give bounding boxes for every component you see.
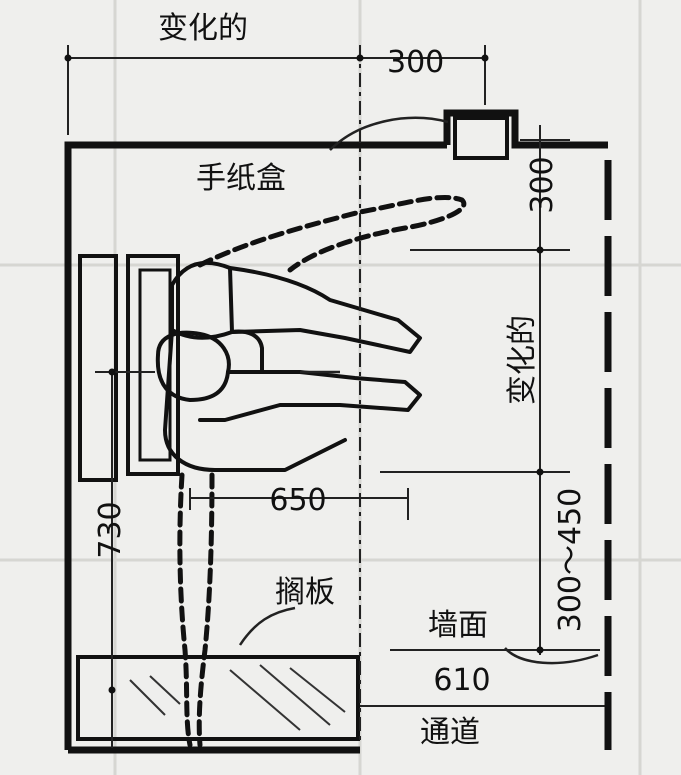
dim-610: 610 bbox=[433, 663, 490, 698]
dimension-lines bbox=[64, 45, 612, 748]
wall-surface-label: 墙面 bbox=[428, 608, 488, 643]
shelf bbox=[76, 655, 360, 741]
leg-path-dashed bbox=[177, 472, 193, 748]
top-variable-label: 变化的 bbox=[158, 11, 248, 46]
shelf-label: 搁板 bbox=[275, 575, 335, 610]
dim-730: 730 bbox=[93, 501, 128, 558]
seated-person-figure bbox=[155, 260, 422, 472]
shelf-hatching bbox=[129, 664, 346, 731]
paper-box bbox=[453, 116, 509, 160]
shelf-leader bbox=[238, 606, 296, 646]
dim-650: 650 bbox=[269, 483, 326, 518]
toilet-seat bbox=[126, 254, 180, 476]
stall-walls bbox=[64, 109, 612, 754]
toilet-tank bbox=[78, 254, 118, 482]
paper-box-niche bbox=[443, 109, 608, 149]
dim-300-450: 300～450 bbox=[553, 488, 588, 633]
leg-path-dashed-2 bbox=[196, 472, 215, 748]
paper-box-label: 手纸盒 bbox=[196, 161, 286, 196]
passage-label: 通道 bbox=[420, 715, 480, 750]
arm-reach-dashed bbox=[197, 195, 467, 273]
left-top-wall bbox=[64, 141, 447, 750]
top-300-dimension: 300 bbox=[387, 45, 444, 80]
paper-box-leader bbox=[329, 116, 449, 151]
right-variable-label: 变化的 bbox=[505, 315, 540, 405]
right-300-dimension: 300 bbox=[525, 156, 560, 213]
wall-surface-leader bbox=[504, 647, 599, 665]
